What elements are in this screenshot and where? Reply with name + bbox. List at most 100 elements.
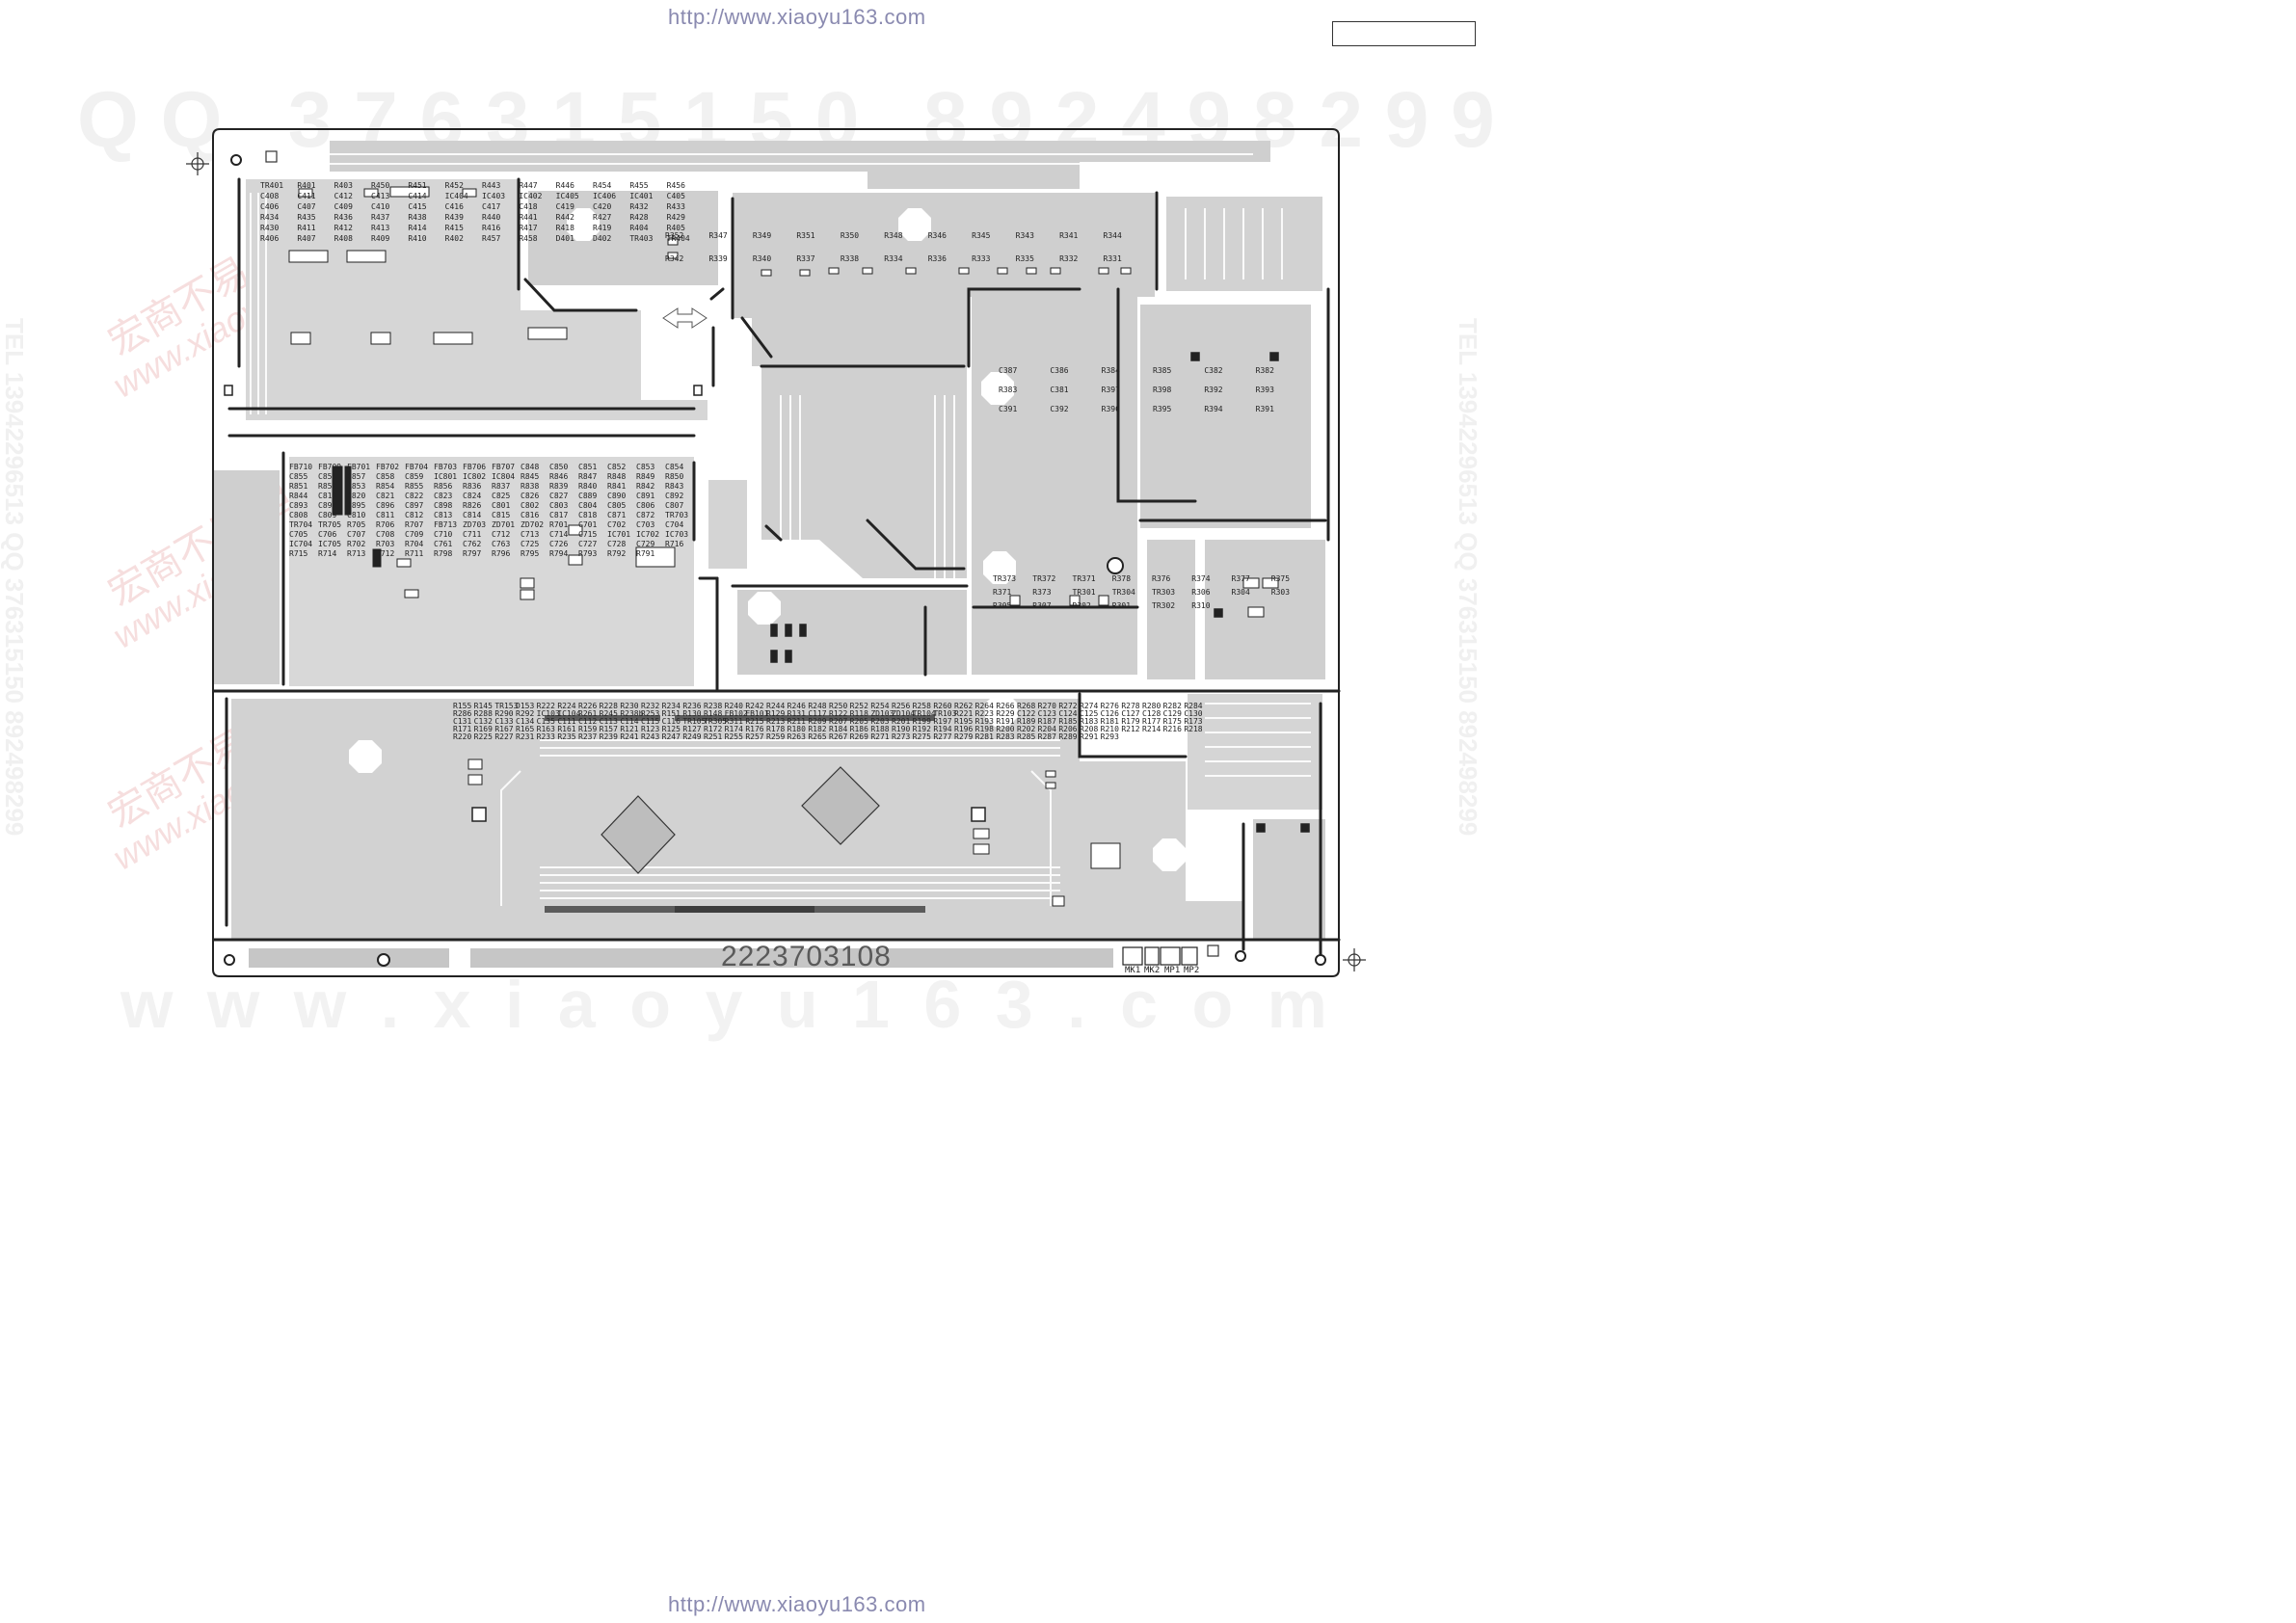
component-label: R262 [954,702,974,710]
component-label: C708 [376,530,395,539]
component-label: R247 [661,732,681,741]
component-label: R842 [636,482,655,491]
component-label: C898 [434,501,453,510]
component-label: R341 [1059,231,1079,240]
component-label: C821 [376,492,395,500]
component-label: C826 [521,492,540,500]
component-label: C701 [578,520,598,529]
component-label: R793 [578,549,598,558]
component-label: C419 [555,202,574,211]
component-label: IC403 [482,192,506,200]
component-label: C128 [1142,709,1161,718]
component-label: IC703 [665,530,689,539]
component-label: C872 [636,511,655,519]
component-label: R847 [578,472,598,481]
component-label: R339 [708,254,728,263]
component-label: TR403 [629,234,654,243]
component-label: C871 [607,511,627,519]
component-label: R273 [892,732,911,741]
component-label: C851 [578,463,598,471]
component-label: R260 [933,702,952,710]
component-label: C818 [578,511,598,519]
component-label: R235 [557,732,576,741]
component-label: FB710 [289,463,313,471]
component-label: R715 [289,549,308,558]
component-label: R286 [453,709,472,718]
component-label: TR404 [666,234,690,243]
component-label: R288 [473,709,493,718]
component-label: C807 [665,501,684,510]
component-label: R204 [1037,725,1056,733]
component-label: R706 [376,520,395,529]
component-label: R306 [1191,588,1211,597]
component-label: R841 [607,482,627,491]
component-label: R797 [463,549,482,558]
component-label: C710 [434,530,453,539]
component-label: FB702 [376,463,400,471]
component-label: R221 [954,709,974,718]
component-label: R223 [974,709,994,718]
component-label: R340 [752,254,772,263]
component-label: C125 [1080,709,1099,718]
component-label: R310 [1191,601,1211,610]
source-url-top[interactable]: http://www.xiaoyu163.com [668,5,926,29]
component-label: C806 [636,501,655,510]
component-label: C391 [999,405,1018,413]
component-label: R249 [682,732,702,741]
component-label: C761 [434,540,453,548]
component-label: R213 [766,717,786,726]
component-label: TR303 [1152,588,1176,597]
component-label: C133 [494,717,514,726]
component-label: R182 [808,725,827,733]
component-label: R839 [549,482,569,491]
component-label: R409 [371,234,390,243]
component-label: R255 [724,732,743,741]
component-label: R415 [444,224,464,232]
component-label: C417 [482,202,501,211]
component-label: R428 [629,213,649,222]
component-label: C809 [318,511,337,519]
component-label: IC701 [607,530,631,539]
component-label: R172 [704,725,723,733]
component-label: R434 [260,213,280,222]
component-label: R703 [376,540,395,548]
page-number-box [1332,21,1476,46]
component-label: R456 [666,181,685,190]
component-label: C855 [289,472,308,481]
component-label: R254 [870,702,890,710]
component-label: ZD103 [870,709,894,718]
component-label: R375 [1270,574,1291,583]
component-label: R307 [1032,601,1052,610]
component-label: C410 [371,202,390,211]
component-label: R216 [1162,725,1182,733]
component-label: C854 [665,463,684,471]
component-label: R229 [996,709,1015,718]
component-label: R798 [434,549,453,558]
component-label: R408 [334,234,353,243]
component-label: TR371 [1072,574,1096,583]
trace-bundles [250,153,1311,906]
component-label: R283 [996,732,1015,741]
source-url-bottom[interactable]: http://www.xiaoyu163.com [668,1592,926,1616]
component-label: TR103 [933,709,957,718]
connector-label-mp2: MP2 [1184,966,1200,975]
component-label: R195 [954,717,974,726]
component-label: R403 [334,181,353,190]
mounting-holes [224,154,1326,967]
component-label: C414 [408,192,427,200]
component-label: R331 [1103,254,1122,263]
component-label: C406 [260,202,280,211]
component-label: C413 [371,192,390,200]
component-label: R184 [829,725,848,733]
component-label: R413 [371,224,390,232]
component-label: R269 [849,732,868,741]
component-label: C820 [347,492,366,500]
component-label: C705 [289,530,308,539]
component-label: C853 [636,463,655,471]
component-label: R246 [787,702,806,710]
component-label: R373 [1032,588,1052,597]
component-label: C704 [665,520,684,529]
component-label: C850 [549,463,569,471]
component-label: TR373 [993,574,1017,583]
